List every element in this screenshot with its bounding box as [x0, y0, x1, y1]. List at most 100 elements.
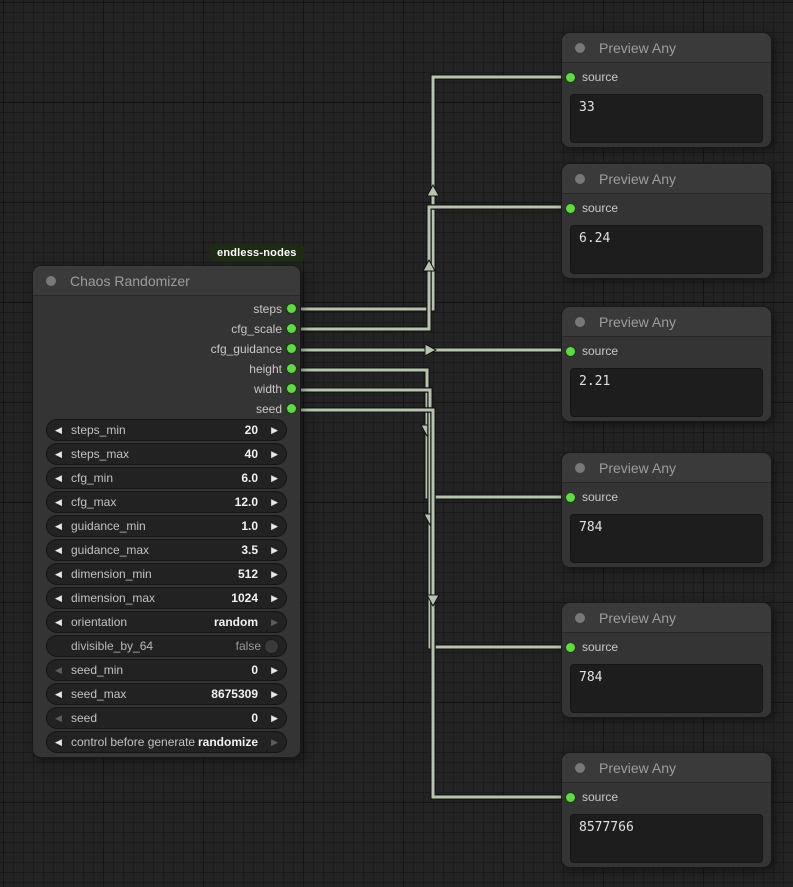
node-title-bar[interactable]: Preview Any	[562, 603, 771, 633]
decrement-arrow-icon[interactable]	[55, 492, 69, 512]
increment-arrow-icon[interactable]	[264, 708, 278, 728]
preview-text[interactable]: 784	[571, 515, 762, 562]
collapse-dot-icon[interactable]	[575, 42, 585, 53]
node-preview-any-6[interactable]: Preview Any source 8577766	[562, 753, 771, 867]
collapse-dot-icon[interactable]	[575, 173, 585, 184]
node-preview-any-2[interactable]: Preview Any source 6.24	[562, 164, 771, 278]
output-slot-cfg-scale[interactable]: cfg_scale	[33, 319, 300, 339]
input-dot-icon[interactable]	[566, 643, 575, 652]
decrement-arrow-icon[interactable]	[55, 564, 69, 584]
widget-cfg-min[interactable]: cfg_min 6.0	[47, 468, 286, 488]
node-preview-any-3[interactable]: Preview Any source 2.21	[562, 307, 771, 421]
widget-dimension-max[interactable]: dimension_max 1024	[47, 588, 286, 608]
increment-arrow-icon[interactable]	[264, 684, 278, 704]
output-slot-steps[interactable]: steps	[33, 299, 300, 319]
output-slot-seed[interactable]: seed	[33, 399, 300, 419]
node-category-badge: endless-nodes	[210, 244, 304, 262]
input-slot-source[interactable]: source	[562, 337, 771, 365]
output-slot-width[interactable]: width	[33, 379, 300, 399]
prev-option-arrow-icon[interactable]	[55, 732, 69, 752]
prev-option-arrow-icon[interactable]	[55, 612, 69, 632]
next-option-arrow-icon[interactable]	[264, 732, 278, 752]
decrement-arrow-icon[interactable]	[55, 516, 69, 536]
node-preview-any-4[interactable]: Preview Any source 784	[562, 453, 771, 567]
input-slot-source[interactable]: source	[562, 63, 771, 91]
widget-seed-max[interactable]: seed_max 8675309	[47, 684, 286, 704]
decrement-arrow-icon[interactable]	[55, 468, 69, 488]
increment-arrow-icon[interactable]	[264, 516, 278, 536]
node-preview-any-5[interactable]: Preview Any source 784	[562, 603, 771, 717]
collapse-dot-icon[interactable]	[575, 762, 585, 773]
input-dot-icon[interactable]	[566, 73, 575, 82]
widget-steps-max[interactable]: steps_max 40	[47, 444, 286, 464]
widget-value: 1.0	[241, 519, 258, 533]
preview-text[interactable]: 6.24	[571, 226, 762, 273]
node-title-bar[interactable]: Preview Any	[562, 307, 771, 337]
input-slot-source[interactable]: source	[562, 783, 771, 811]
widget-name: guidance_max	[71, 543, 150, 557]
output-dot-icon[interactable]	[287, 324, 296, 333]
increment-arrow-icon[interactable]	[264, 420, 278, 440]
preview-text[interactable]: 2.21	[571, 369, 762, 416]
decrement-arrow-icon[interactable]	[55, 540, 69, 560]
widget-dimension-min[interactable]: dimension_min 512	[47, 564, 286, 584]
collapse-dot-icon[interactable]	[46, 275, 56, 286]
increment-arrow-icon[interactable]	[264, 540, 278, 560]
widget-seed-min[interactable]: seed_min 0	[47, 660, 286, 680]
decrement-arrow-icon[interactable]	[55, 588, 69, 608]
output-slot-height[interactable]: height	[33, 359, 300, 379]
output-label: cfg_scale	[231, 322, 282, 336]
increment-arrow-icon[interactable]	[264, 588, 278, 608]
widget-divisible-by-64[interactable]: divisible_by_64 false	[47, 636, 286, 656]
node-title-bar[interactable]: Preview Any	[562, 453, 771, 483]
output-dot-icon[interactable]	[287, 344, 296, 353]
output-dot-icon[interactable]	[287, 384, 296, 393]
input-dot-icon[interactable]	[566, 493, 575, 502]
decrement-arrow-icon[interactable]	[55, 660, 69, 680]
output-dot-icon[interactable]	[287, 404, 296, 413]
widget-cfg-max[interactable]: cfg_max 12.0	[47, 492, 286, 512]
input-slot-source[interactable]: source	[562, 483, 771, 511]
node-title-bar[interactable]: Preview Any	[562, 753, 771, 783]
increment-arrow-icon[interactable]	[264, 444, 278, 464]
decrement-arrow-icon[interactable]	[55, 444, 69, 464]
increment-arrow-icon[interactable]	[264, 468, 278, 488]
collapse-dot-icon[interactable]	[575, 462, 585, 473]
preview-text[interactable]: 784	[571, 665, 762, 712]
preview-text[interactable]: 8577766	[571, 815, 762, 862]
output-slot-cfg-guidance[interactable]: cfg_guidance	[33, 339, 300, 359]
node-title-bar[interactable]: Preview Any	[562, 164, 771, 194]
input-dot-icon[interactable]	[566, 793, 575, 802]
widget-name: divisible_by_64	[71, 639, 154, 653]
widget-control-before-generate[interactable]: control before generate randomize	[47, 732, 286, 752]
decrement-arrow-icon[interactable]	[55, 684, 69, 704]
collapse-dot-icon[interactable]	[575, 316, 585, 327]
decrement-arrow-icon[interactable]	[55, 420, 69, 440]
increment-arrow-icon[interactable]	[264, 492, 278, 512]
wire-width	[292, 387, 572, 650]
input-dot-icon[interactable]	[566, 347, 575, 356]
output-dot-icon[interactable]	[287, 364, 296, 373]
collapse-dot-icon[interactable]	[575, 612, 585, 623]
widget-guidance-max[interactable]: guidance_max 3.5	[47, 540, 286, 560]
widget-steps-min[interactable]: steps_min 20	[47, 420, 286, 440]
next-option-arrow-icon[interactable]	[264, 612, 278, 632]
input-dot-icon[interactable]	[566, 204, 575, 213]
widget-guidance-min[interactable]: guidance_min 1.0	[47, 516, 286, 536]
node-chaos-randomizer[interactable]: Chaos Randomizer steps cfg_scale cfg_gui…	[33, 266, 300, 757]
input-slot-source[interactable]: source	[562, 633, 771, 661]
widget-orientation[interactable]: orientation random	[47, 612, 286, 632]
input-slot-source[interactable]: source	[562, 194, 771, 222]
output-dot-icon[interactable]	[287, 304, 296, 313]
input-label: source	[582, 790, 619, 804]
node-preview-any-1[interactable]: Preview Any source 33	[562, 33, 771, 147]
decrement-arrow-icon[interactable]	[55, 708, 69, 728]
increment-arrow-icon[interactable]	[264, 564, 278, 584]
preview-text[interactable]: 33	[571, 95, 762, 142]
node-title-bar[interactable]: Preview Any	[562, 33, 771, 63]
node-title-bar[interactable]: Chaos Randomizer	[33, 266, 300, 296]
increment-arrow-icon[interactable]	[264, 660, 278, 680]
toggle-off-icon[interactable]	[265, 639, 278, 653]
widget-seed[interactable]: seed 0	[47, 708, 286, 728]
